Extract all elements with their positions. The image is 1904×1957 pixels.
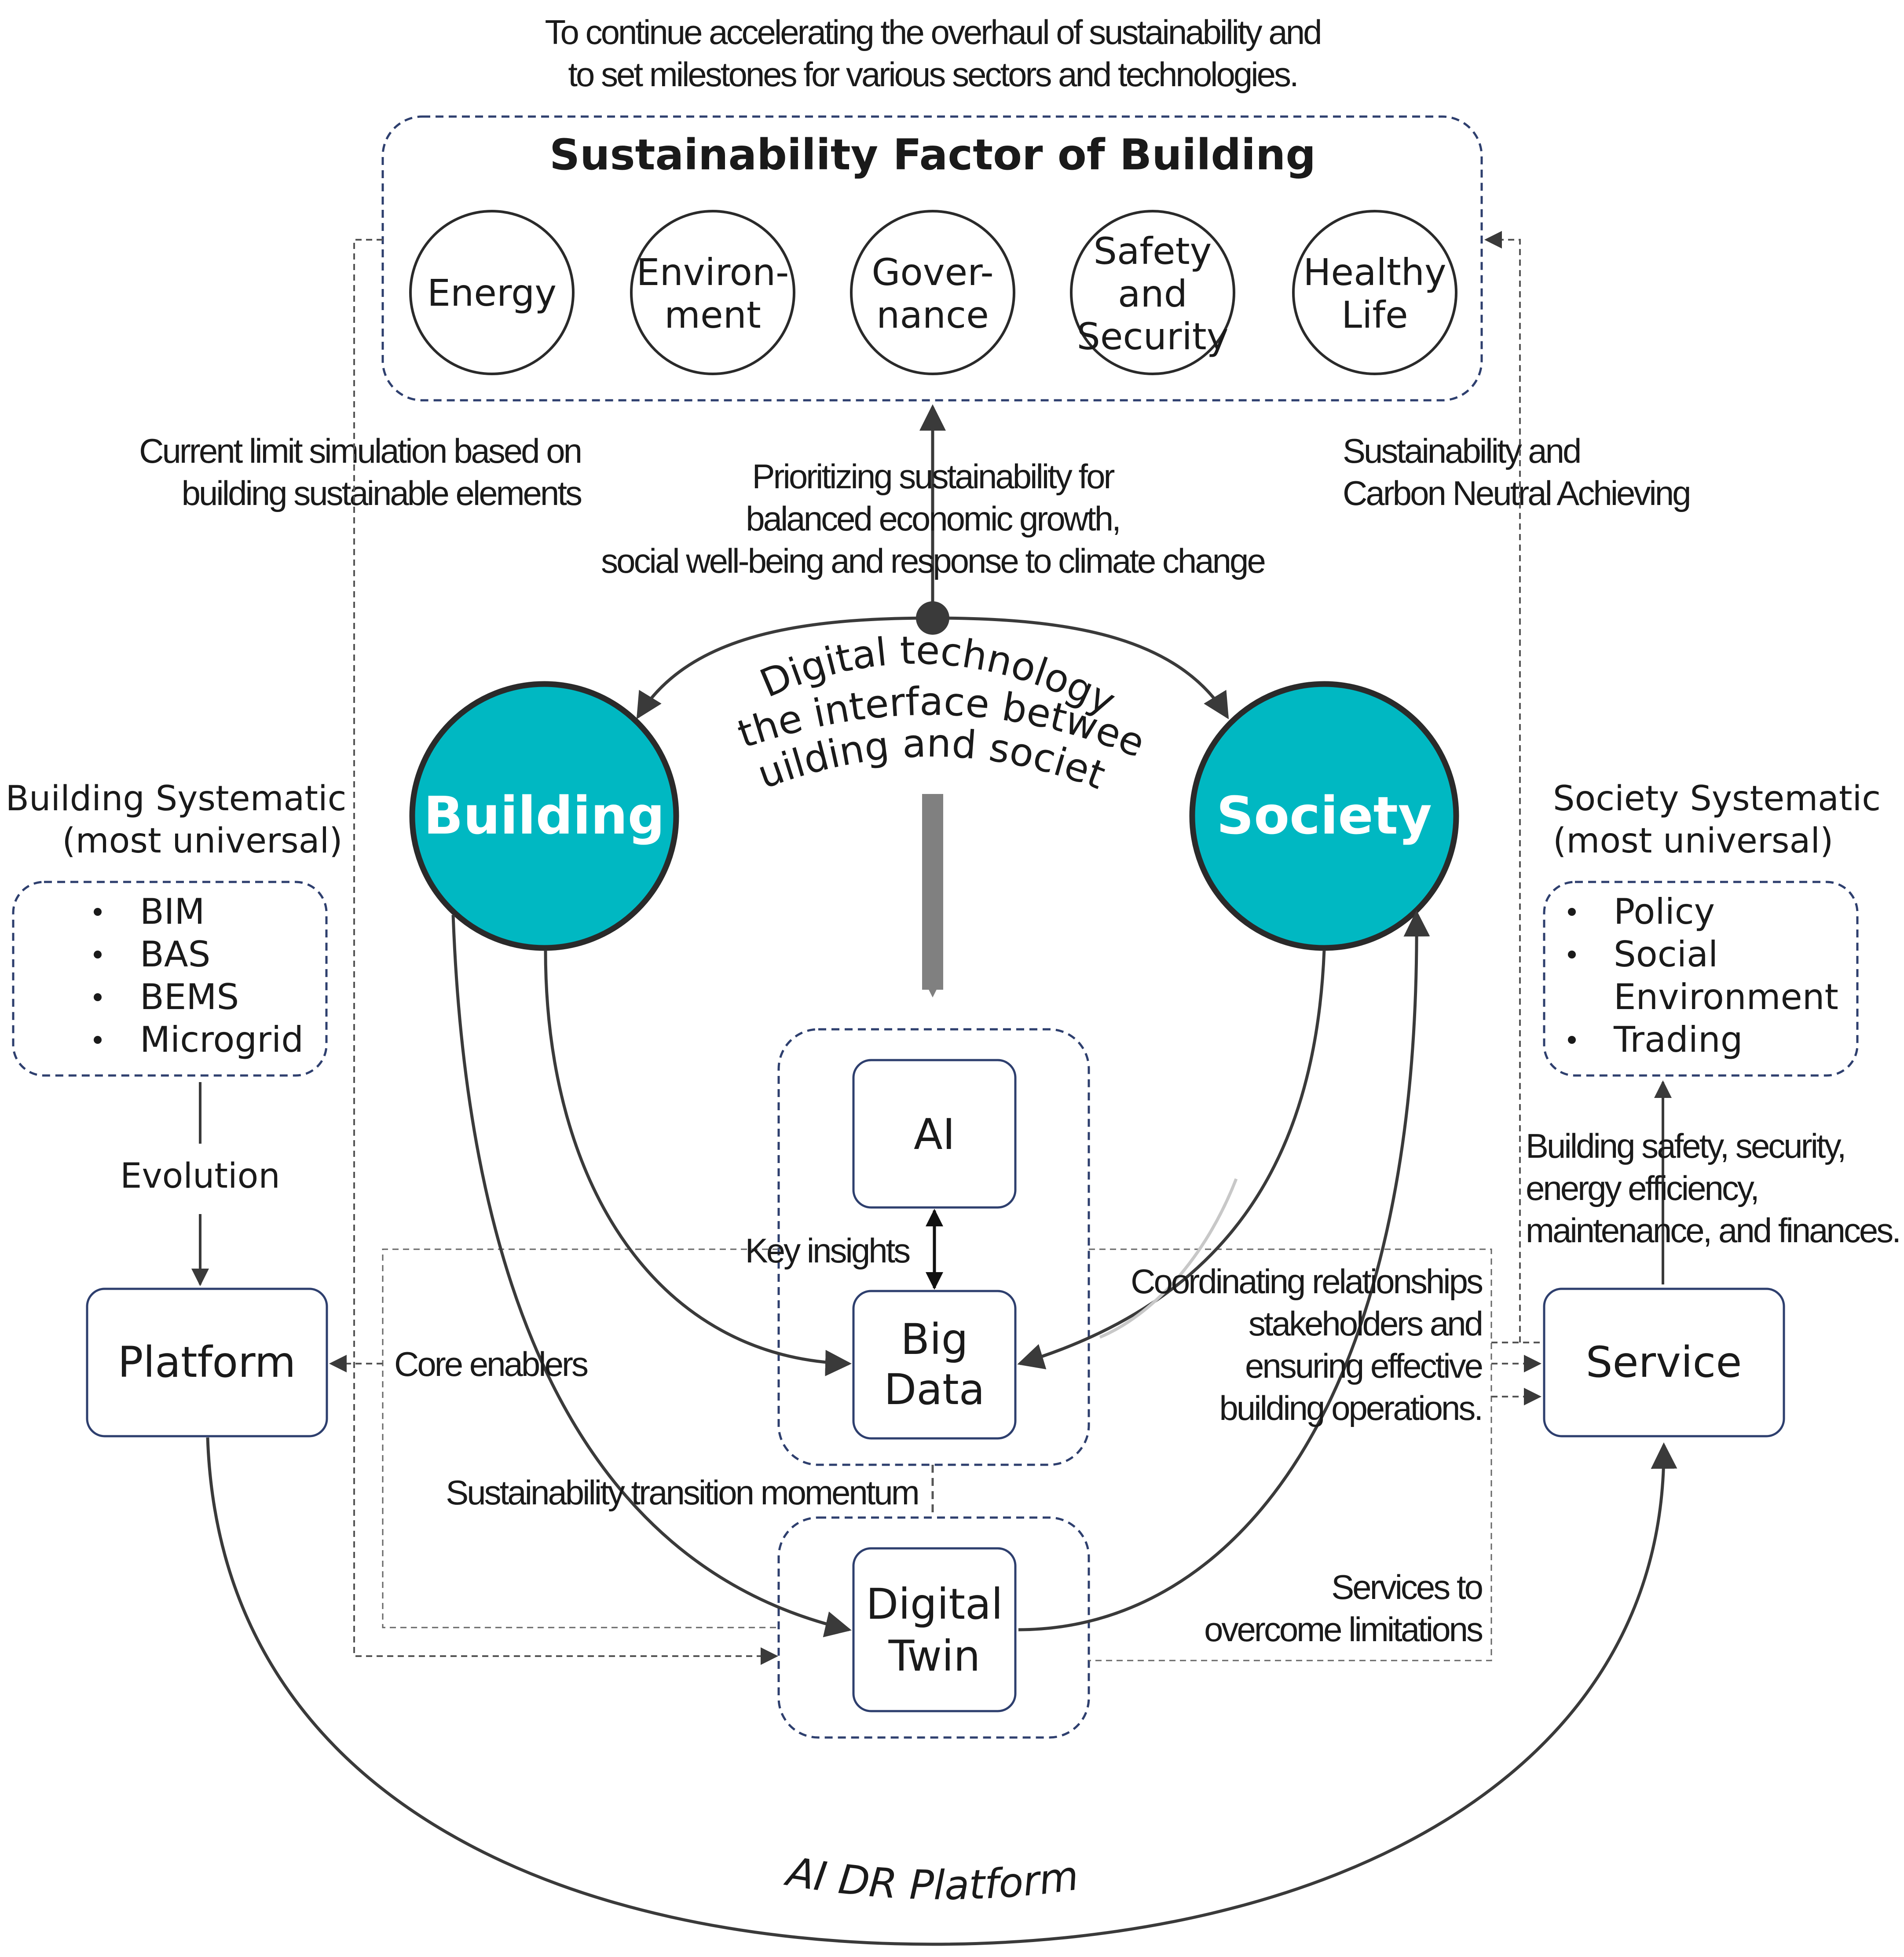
digitaltwin-to-society <box>1018 910 1430 1631</box>
ai-dr-platform-arc <box>206 1437 1677 1946</box>
right-note-line2: Carbon Neutral Achieving <box>1343 474 1690 512</box>
society-systematic-list: Policy Social Environment Trading <box>1568 891 1838 1060</box>
bs-item: Microgrid <box>140 1019 304 1060</box>
ss-item: Social <box>1614 934 1718 975</box>
arc-text-line3: building and society <box>0 0 1111 798</box>
coordinating-line2: stakeholders and <box>1249 1304 1482 1343</box>
factor-label: Gover- <box>871 251 993 294</box>
right-dashed-loop <box>1484 231 1521 1342</box>
society-systematic-title2: (most universal) <box>1553 821 1833 861</box>
big-data-node: Big Data <box>852 1290 1017 1440</box>
factor-label: and <box>1118 272 1187 315</box>
factor-label: Security <box>1077 315 1229 358</box>
service-note-line2: energy efficiency, <box>1526 1169 1758 1207</box>
service-label: Service <box>1586 1338 1742 1387</box>
digital-twin-label-line1: Digital <box>866 1580 1003 1629</box>
factor-environment: Environ- ment <box>630 210 795 375</box>
bs-item: BIM <box>140 891 205 932</box>
society-to-bigdata <box>1017 950 1326 1370</box>
left-note-line2: building sustainable elements <box>182 474 582 512</box>
service-note-line1: Building safety, security, <box>1526 1127 1845 1165</box>
society-systematic-box <box>1543 881 1859 1077</box>
building-node: Building <box>409 681 679 951</box>
center-note-line2: balanced economic growth, <box>746 499 1120 538</box>
left-dashed-loop <box>353 239 778 1665</box>
big-data-label-line2: Data <box>884 1365 985 1414</box>
factor-label: ment <box>664 293 761 337</box>
factor-label: Environ- <box>637 251 789 294</box>
digital-twin-label-line2: Twin <box>888 1631 981 1681</box>
services-overcome-line2: overcome limitations <box>1204 1610 1483 1649</box>
building-systematic-box <box>12 881 328 1077</box>
factor-label: Safety <box>1094 230 1212 273</box>
society-to-bigdata-light <box>1099 1178 1238 1339</box>
factor-healthy-life: Healthy Life <box>1292 210 1457 375</box>
big-data-label-line1: Big <box>901 1315 968 1364</box>
coordinating-line4: building operations. <box>1219 1389 1482 1427</box>
ai-label: AI <box>914 1110 955 1159</box>
ss-item: Policy <box>1614 891 1715 932</box>
services-overcome-line1: Services to <box>1331 1568 1482 1606</box>
ss-item: Trading <box>1613 1019 1743 1060</box>
factor-label: Healthy <box>1303 251 1446 294</box>
digital-twin-group <box>777 1516 1090 1739</box>
factor-governance: Gover- nance <box>850 210 1015 375</box>
coordinating-line1: Coordinating relationships <box>1131 1262 1483 1301</box>
bs-item: BAS <box>140 934 210 975</box>
digital-twin-node: Digital Twin <box>852 1547 1017 1712</box>
bs-item: BEMS <box>140 977 239 1017</box>
evolution-label: Evolution <box>120 1156 280 1196</box>
society-node: Society <box>1189 681 1459 951</box>
top-note-line2: to set milestones for various sectors an… <box>568 55 1297 94</box>
ai-node: AI <box>852 1059 1017 1209</box>
factor-panel-title: Sustainability Factor of Building <box>549 130 1316 179</box>
factor-label: nance <box>876 293 989 337</box>
services-dashed-right <box>1089 1248 1492 1661</box>
coordinating-line3: ensuring effective <box>1245 1346 1482 1385</box>
factor-label: Life <box>1341 293 1408 337</box>
momentum-label: Sustainability transition momentum <box>446 1473 918 1512</box>
top-note-line1: To continue accelerating the overhaul of… <box>545 13 1321 51</box>
service-node: Service <box>1543 1288 1785 1438</box>
key-insights-label: Key insights <box>745 1231 910 1270</box>
ai-dr-platform-label: AI DR Platform <box>781 1847 1081 1909</box>
platform-label: Platform <box>118 1338 296 1387</box>
arc-to-building <box>636 616 933 720</box>
building-to-bigdata <box>544 950 852 1376</box>
building-label: Building <box>424 785 665 846</box>
building-systematic-title2: (most universal) <box>62 821 342 861</box>
center-note-line3: social well-being and response to climat… <box>601 541 1264 580</box>
core-enablers-dashed-left <box>382 1248 779 1628</box>
building-systematic-list: BIM BAS BEMS Microgrid <box>94 891 304 1060</box>
center-note-line1: Prioritizing sustainability for <box>752 457 1114 496</box>
factor-label: Energy <box>427 271 557 315</box>
left-note-line1: Current limit simulation based on <box>139 432 581 470</box>
core-enablers-label: Core enablers <box>394 1345 588 1383</box>
factor-safety-security: Safety and Security <box>1070 210 1235 375</box>
ss-item: Environment <box>1614 977 1838 1017</box>
arc-to-society <box>932 616 1229 720</box>
service-note-line3: maintenance, and finances. <box>1526 1211 1900 1250</box>
platform-node: Platform <box>86 1288 328 1438</box>
building-systematic-title1: Building Systematic <box>5 779 346 819</box>
society-label: Society <box>1216 785 1432 846</box>
building-to-digitaltwin <box>451 914 852 1638</box>
arc-origin-dot <box>916 601 949 635</box>
society-systematic-title1: Society Systematic <box>1553 779 1881 819</box>
right-note-line1: Sustainability and <box>1343 432 1580 470</box>
factor-energy: Energy <box>409 210 575 375</box>
